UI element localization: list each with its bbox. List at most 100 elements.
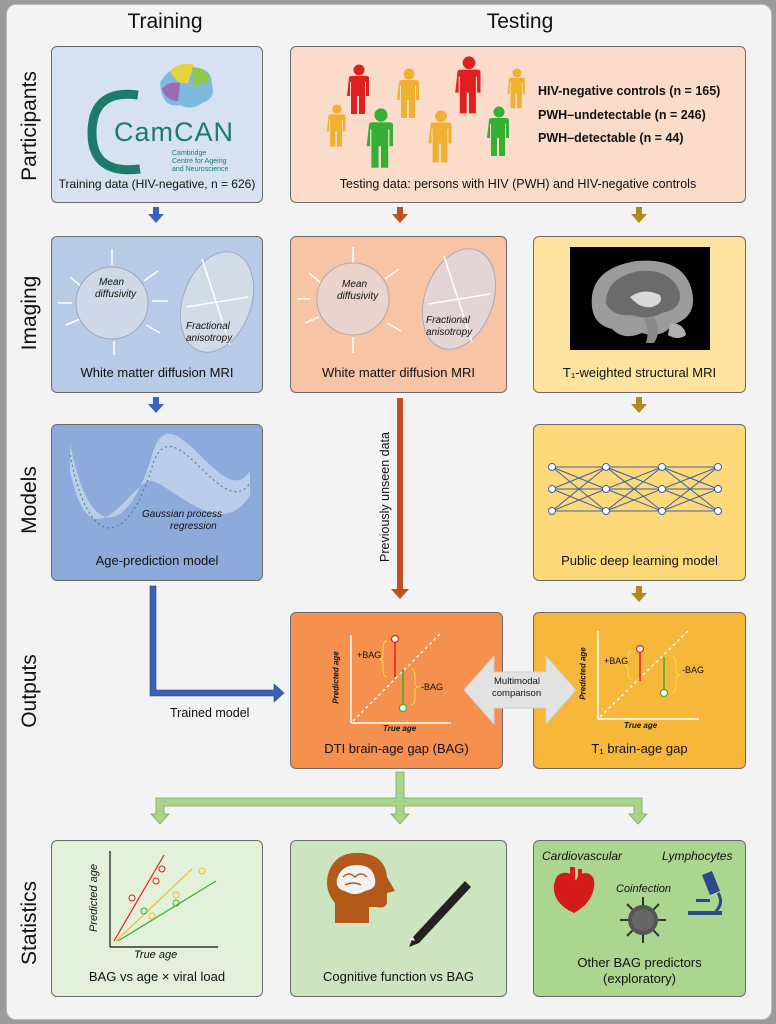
stats-axis-x: True age — [134, 949, 178, 961]
dti-bag-caption: DTI brain-age gap (BAG) — [324, 741, 469, 756]
t1-pos-bag: +BAG — [604, 656, 629, 666]
network-node — [548, 463, 556, 471]
t1-bag-caption: T₁ brain-age gap — [591, 741, 688, 756]
regression-plot — [109, 851, 218, 948]
multimodal-arrow — [463, 654, 577, 726]
network-node — [658, 507, 666, 515]
coinfection-label: Coinfection — [616, 883, 672, 895]
fa-label-1: Fractional — [426, 315, 470, 326]
network-edge — [605, 466, 663, 490]
bag-vs-age-box: Predicted age True age BAG vs age × vira… — [51, 840, 263, 997]
testing-dti-imaging-box: Mean diffusivity Fractional anisotropy W… — [290, 236, 507, 393]
multimodal-label-2: comparison — [492, 688, 542, 699]
network-node — [714, 463, 722, 471]
neural-network-icon — [548, 463, 722, 515]
training-imaging-caption: White matter diffusion MRI — [80, 365, 234, 380]
previously-unseen-label: Previously unseen data — [377, 432, 392, 562]
md-label-1: Mean — [342, 279, 368, 290]
dti-axis-x: True age — [383, 724, 417, 733]
md-label-2: diffusivity — [337, 291, 379, 302]
person-icon — [428, 110, 452, 163]
pencil-icon — [409, 881, 471, 947]
network-node — [714, 485, 722, 493]
virus-icon — [620, 897, 666, 943]
age-model-caption: Age-prediction model — [95, 553, 219, 568]
other-predictors-box: Cardiovascular Lymphocytes Coinfection O… — [533, 840, 746, 997]
cognitive-function-box: Cognitive function vs BAG — [290, 840, 507, 997]
person-icon — [507, 68, 525, 109]
network-edge — [551, 466, 607, 512]
cognitive-caption: Cognitive function vs BAG — [322, 969, 475, 984]
brain-icon — [327, 852, 395, 923]
person-icon — [366, 108, 393, 168]
cardiovascular-label: Cardiovascular — [542, 849, 623, 863]
gpr-label-1: Gaussian process — [142, 509, 223, 520]
person-icon — [487, 106, 509, 156]
lymphocytes-label: Lymphocytes — [662, 849, 733, 863]
dti-neg-bag: -BAG — [421, 682, 444, 692]
network-edge — [661, 466, 719, 490]
diffusion-illustration — [297, 247, 497, 353]
testing-data-caption: Testing data: persons with HIV (PWH) and… — [339, 177, 697, 191]
testing-dti-imaging-caption: White matter diffusion MRI — [322, 365, 475, 380]
person-icon — [347, 64, 369, 114]
age-prediction-model-box: Gaussian process regression Age-predicti… — [51, 424, 263, 581]
microscope-icon — [688, 871, 723, 915]
column-header-training: Training — [127, 10, 203, 33]
fa-label-2: anisotropy — [426, 327, 473, 338]
column-header-testing: Testing — [486, 10, 554, 33]
network-node — [602, 485, 610, 493]
other-caption-2: (exploratory) — [603, 971, 676, 986]
t1-imaging-caption: T₁-weighted structural MRI — [562, 365, 717, 380]
t1-axis-x: True age — [624, 721, 658, 730]
logo-subtitle-2: Centre for Ageing — [172, 158, 227, 165]
network-edge — [661, 488, 719, 512]
mri-brain-icon — [570, 247, 710, 350]
fa-label-2: anisotropy — [186, 333, 233, 344]
network-node — [602, 463, 610, 471]
camcan-logo — [87, 63, 213, 175]
network-node — [658, 485, 666, 493]
network-node — [548, 507, 556, 515]
network-edge — [551, 466, 607, 490]
t1-neg-bag: -BAG — [682, 665, 705, 675]
fa-label-1: Fractional — [186, 321, 230, 332]
bag-plot — [597, 628, 699, 720]
trained-model-label: Trained model — [170, 706, 250, 720]
network-edge — [605, 488, 663, 512]
dl-model-caption: Public deep learning model — [561, 553, 718, 568]
md-label-2: diffusivity — [95, 289, 137, 300]
logo-subtitle-3: and Neuroscience — [172, 166, 229, 173]
heart-icon — [553, 867, 595, 913]
person-icon — [397, 68, 419, 118]
participants-figures — [326, 56, 525, 168]
green-arrows — [150, 771, 648, 825]
group-pwh-undetectable: PWH–undetectable (n = 246) — [538, 108, 706, 122]
training-participants-box: CamCAN Cambridge Centre for Ageing and N… — [51, 46, 263, 203]
logo-subtitle-1: Cambridge — [172, 150, 207, 157]
group-pwh-detectable: PWH–detectable (n = 44) — [538, 131, 684, 145]
diffusion-illustration — [58, 249, 255, 355]
other-caption-1: Other BAG predictors — [577, 955, 702, 970]
dti-pos-bag: +BAG — [357, 650, 382, 660]
group-hiv-negative: HIV-negative controls (n = 165) — [538, 84, 721, 98]
network-edge — [551, 488, 607, 512]
network-edge — [661, 466, 719, 512]
network-node — [548, 485, 556, 493]
network-edge — [605, 466, 663, 512]
bag-vs-age-caption: BAG vs age × viral load — [88, 969, 226, 984]
bag-plot — [350, 632, 451, 724]
gpr-label-2: regression — [170, 521, 217, 532]
testing-t1-imaging-box: T₁-weighted structural MRI — [533, 236, 746, 393]
multimodal-label-1: Multimodal — [494, 676, 540, 687]
logo-wordmark: CamCAN — [114, 117, 235, 147]
gold-arrows — [631, 207, 647, 602]
network-node — [658, 463, 666, 471]
rust-arrows — [391, 207, 409, 599]
network-node — [602, 507, 610, 515]
blue-arrows — [148, 207, 285, 703]
deep-learning-model-box: Public deep learning model — [533, 424, 746, 581]
gpr-curve — [69, 433, 251, 529]
training-data-caption: Training data (HIV-negative, n = 626) — [58, 177, 256, 191]
